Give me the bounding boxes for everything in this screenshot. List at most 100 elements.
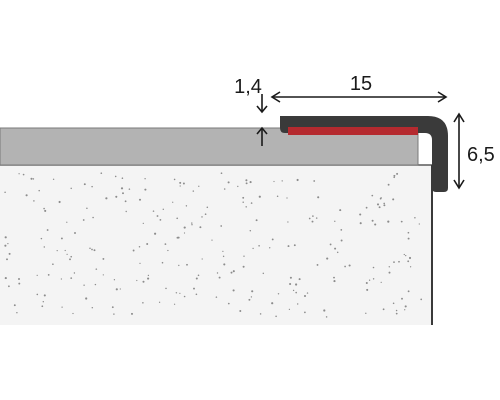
substrate-dot xyxy=(175,292,178,294)
substrate-dot xyxy=(33,200,35,202)
substrate-dot xyxy=(340,229,343,231)
substrate-dot xyxy=(4,277,7,280)
substrate-dot xyxy=(179,292,181,294)
substrate-dot xyxy=(191,222,193,224)
substrate-dot xyxy=(144,188,147,191)
substrate-dot xyxy=(249,230,252,232)
substrate-dot xyxy=(74,232,76,234)
substrate-dot xyxy=(396,172,399,175)
substrate-dot xyxy=(30,177,33,180)
substrate-dot xyxy=(380,281,382,284)
substrate-dot xyxy=(36,274,38,277)
substrate-dot xyxy=(86,207,88,210)
substrate-dot xyxy=(204,213,207,216)
substrate-body xyxy=(0,165,432,325)
substrate-dot xyxy=(206,206,209,209)
substrate-dot xyxy=(245,179,248,182)
substrate-dot xyxy=(262,272,265,275)
substrate-dot xyxy=(195,277,198,280)
substrate-dot xyxy=(70,255,73,258)
substrate-dot xyxy=(69,258,71,261)
substrate-dot xyxy=(404,309,406,311)
substrate-dot xyxy=(249,181,252,184)
substrate-dot xyxy=(138,246,141,248)
substrate-dot xyxy=(152,210,155,212)
width-label: 15 xyxy=(350,73,372,95)
substrate-dot xyxy=(276,195,279,198)
substrate-dot xyxy=(60,237,63,240)
substrate-dot xyxy=(297,303,299,305)
substrate-dot xyxy=(378,206,381,209)
substrate-dot xyxy=(83,183,86,186)
substrate-dot xyxy=(227,181,230,184)
substrate-dot xyxy=(303,294,307,298)
substrate-dot xyxy=(41,305,44,308)
substrate-dot xyxy=(407,231,410,234)
substrate-dot xyxy=(83,284,85,286)
substrate-dot xyxy=(387,220,390,223)
substrate-dot xyxy=(304,311,306,314)
substrate-dot xyxy=(178,264,180,267)
substrate-dot xyxy=(102,274,104,276)
thickness-dimension xyxy=(256,94,268,146)
substrate-dot xyxy=(193,287,195,290)
substrate-dot xyxy=(91,306,94,309)
substrate-dot xyxy=(179,181,182,184)
substrate-dot xyxy=(36,293,39,296)
substrate-dot xyxy=(277,293,280,295)
substrate-dot xyxy=(182,182,185,185)
substrate-dot xyxy=(82,219,85,221)
substrate-dot xyxy=(147,274,150,277)
substrate-dot xyxy=(52,178,55,181)
substrate-dot xyxy=(311,220,314,223)
substrate-dot xyxy=(223,263,226,266)
substrate-dot xyxy=(255,219,258,222)
height-label: 6,5 xyxy=(467,144,495,166)
substrate-dot xyxy=(89,247,91,249)
substrate-dot xyxy=(392,302,395,305)
substrate-dot xyxy=(392,198,395,201)
substrate-dot xyxy=(183,226,186,229)
substrate-dot xyxy=(176,217,179,220)
substrate-dot xyxy=(72,312,74,315)
substrate-dot xyxy=(239,310,242,312)
substrate-dot xyxy=(315,217,318,219)
substrate-dot xyxy=(113,279,116,281)
substrate-texture xyxy=(4,172,423,318)
substrate-dot xyxy=(374,223,377,226)
substrate-dot xyxy=(66,253,68,256)
substrate-dot xyxy=(124,200,127,203)
substrate-dot xyxy=(8,285,10,288)
substrate-dot xyxy=(201,216,203,218)
substrate-dot xyxy=(395,309,398,312)
substrate-dot xyxy=(128,188,131,190)
substrate-dot xyxy=(407,290,410,293)
substrate-dot xyxy=(250,202,253,204)
substrate-dot xyxy=(287,221,289,223)
substrate-dot xyxy=(383,202,386,205)
substrate-dot xyxy=(251,290,254,293)
substrate-dot xyxy=(359,213,362,216)
substrate-dot xyxy=(120,187,124,190)
substrate-dot xyxy=(172,201,174,203)
substrate-dot xyxy=(142,280,145,283)
substrate-dot xyxy=(16,311,18,314)
substrate-dot xyxy=(115,195,118,198)
substrate-dot xyxy=(242,201,244,203)
substrate-dot xyxy=(4,236,7,239)
substrate-dot xyxy=(93,249,96,252)
substrate-dot xyxy=(220,225,223,227)
substrate-dot xyxy=(38,189,40,192)
substrate-dot xyxy=(259,313,262,315)
substrate-dot xyxy=(147,277,150,280)
substrate-dot xyxy=(121,177,124,179)
substrate-dot xyxy=(136,279,138,282)
substrate-dot xyxy=(198,185,200,187)
substrate-dot xyxy=(317,196,320,199)
substrate-dot xyxy=(222,255,225,258)
height-dimension xyxy=(453,112,465,190)
substrate-dot xyxy=(334,220,336,222)
substrate-dot xyxy=(183,295,186,298)
substrate-dot xyxy=(407,237,410,240)
substrate-dot xyxy=(382,308,385,311)
